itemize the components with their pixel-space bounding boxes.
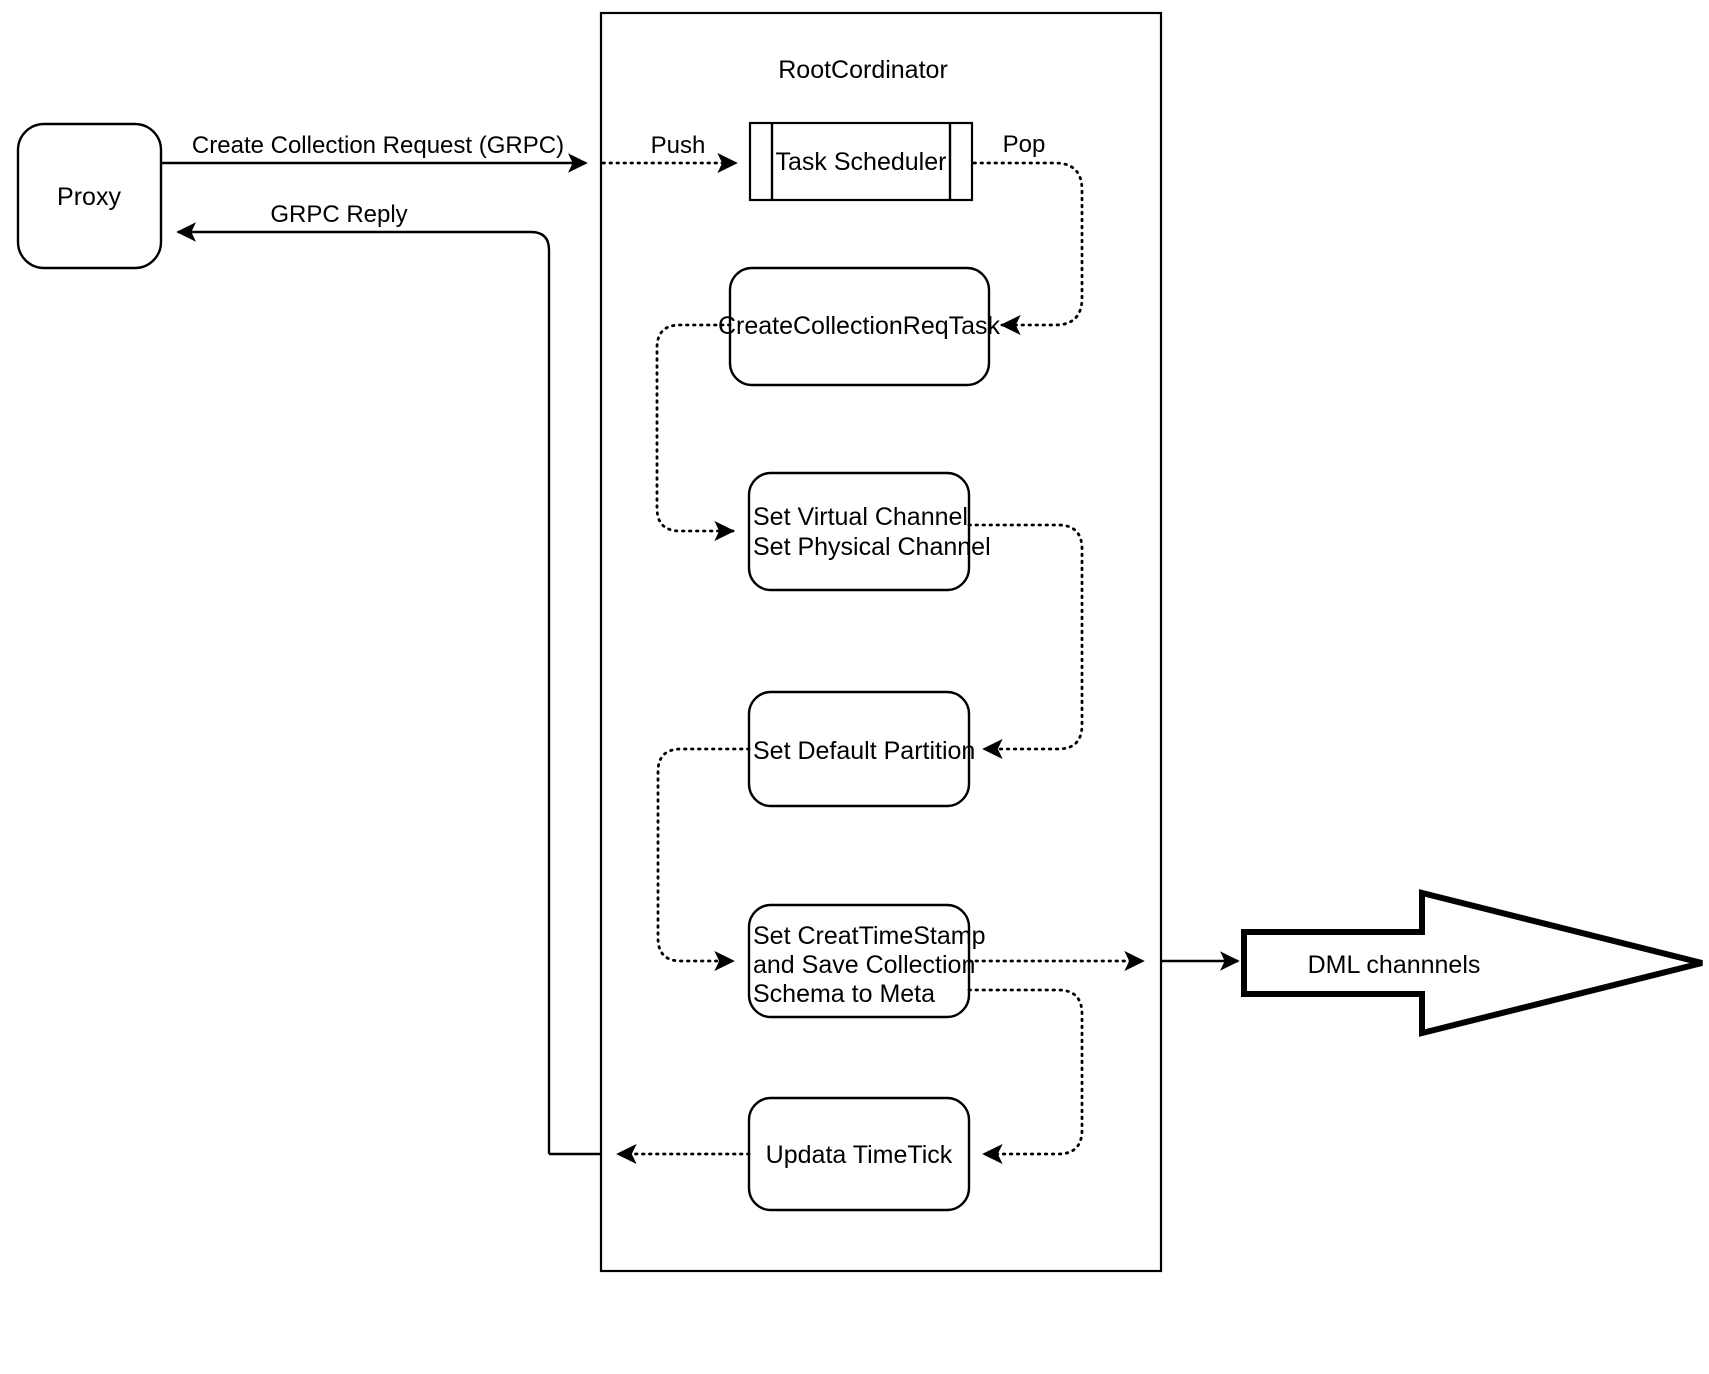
node-proxy-label: Proxy	[57, 183, 121, 211]
edge-pop: Pop	[972, 131, 1084, 336]
edge-grpc-reply-label: GRPC Reply	[270, 201, 407, 228]
edge-pop-label: Pop	[1003, 131, 1046, 158]
node-create-collection-req-task[interactable]: CreateCollectionReqTask	[718, 266, 1001, 387]
node-set-create-timestamp[interactable]: Set CreatTimeStamp and Save Collection S…	[747, 903, 985, 1019]
edge-timestamp-to-timetick	[967, 988, 1084, 1165]
node-set-default-partition[interactable]: Set Default Partition	[747, 690, 975, 808]
edge-push: Push	[601, 132, 738, 174]
edge-channels-to-partition	[967, 523, 1084, 760]
node-set-default-partition-label: Set Default Partition	[753, 737, 975, 765]
node-updata-timetick[interactable]: Updata TimeTick	[747, 1096, 971, 1212]
node-set-create-timestamp-line-3: Schema to Meta	[753, 980, 935, 1008]
edge-create-collection-request: Create Collection Request (GRPC)	[161, 132, 588, 173]
edge-grpc-reply: GRPC Reply	[176, 201, 751, 1165]
node-updata-timetick-label: Updata TimeTick	[766, 1141, 953, 1169]
node-dml-channels[interactable]: DML channnels	[1241, 889, 1703, 1037]
node-create-collection-req-task-label: CreateCollectionReqTask	[718, 312, 1001, 340]
edge-partition-to-timestamp	[656, 747, 751, 972]
edge-create-collection-request-label: Create Collection Request (GRPC)	[192, 132, 564, 159]
node-set-channels[interactable]: Set Virtual Channel Set Physical Channel	[747, 471, 991, 592]
node-proxy[interactable]: Proxy	[16, 122, 163, 270]
root-coordinator-label: RootCordinator	[778, 56, 948, 84]
node-set-channels-line-2: Set Physical Channel	[753, 533, 991, 561]
node-task-scheduler[interactable]: Task Scheduler	[748, 121, 974, 202]
node-set-create-timestamp-line-2: and Save Collection	[753, 951, 975, 979]
node-set-channels-line-1: Set Virtual Channel	[753, 503, 968, 531]
edge-push-label: Push	[651, 132, 706, 159]
node-set-create-timestamp-line-1: Set CreatTimeStamp	[753, 922, 985, 950]
node-dml-channels-label: DML channnels	[1308, 951, 1481, 979]
edge-task-to-channels	[655, 323, 735, 542]
root-coordinator-container: RootCordinator	[599, 11, 1163, 1273]
node-task-scheduler-label: Task Scheduler	[776, 148, 947, 176]
